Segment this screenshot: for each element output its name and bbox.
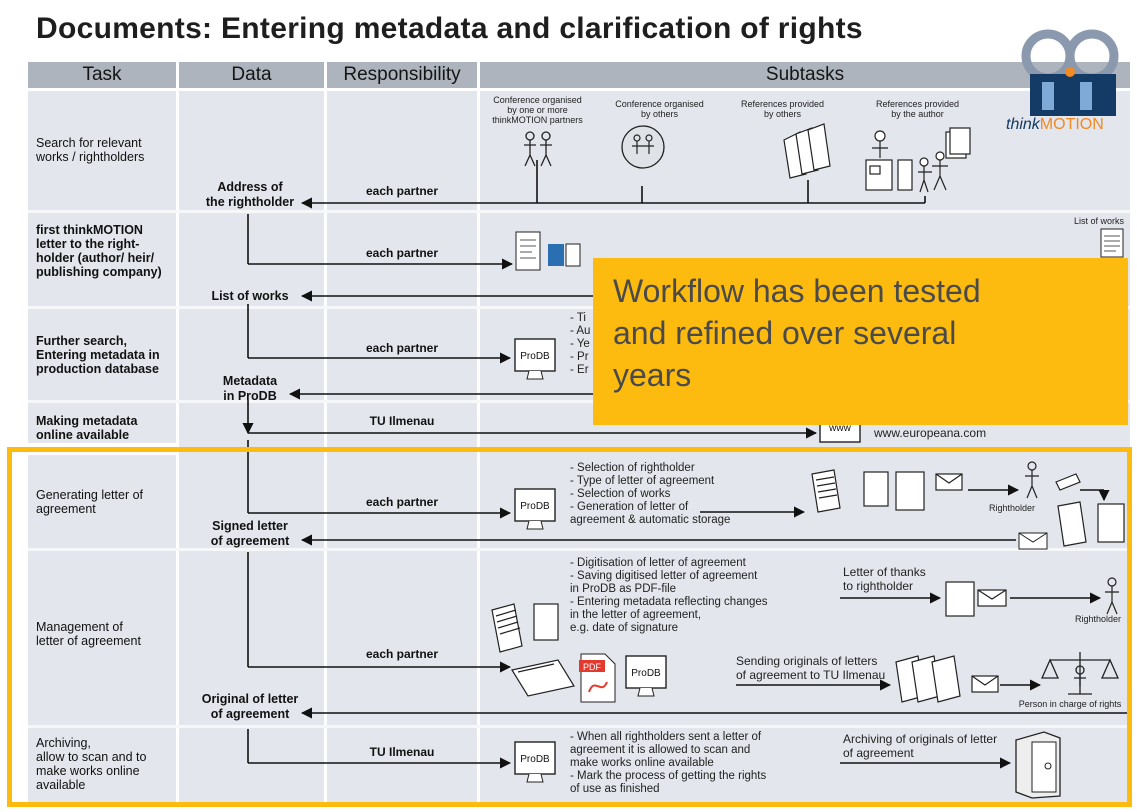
responsibility-row5: each partner <box>365 495 439 509</box>
logo-think: think <box>1006 116 1040 133</box>
thinkmotion-logo-icon <box>1021 29 1119 116</box>
list-of-works-label: List of works <box>1073 216 1124 226</box>
task-label-further-search: Further search, Entering metadata in pro… <box>36 334 160 376</box>
task-label-generating: Generating letter of agreement <box>36 488 144 516</box>
prodb-computer-icon: ProDB <box>514 338 556 380</box>
data-label-list-of-works: List of works <box>211 289 289 303</box>
further-search-list: - Ti - Au - Ye - Pr - Er <box>570 312 591 376</box>
archiving-subtask-list: - When all rightholders sent a letter of… <box>570 731 767 795</box>
task-cell-7 <box>28 728 176 805</box>
management-subtask-list: - Digitisation of letter of agreement - … <box>570 557 768 634</box>
callout-text: Workflow has been tested and refined ove… <box>613 273 981 393</box>
responsibility-row2: each partner <box>365 246 439 260</box>
pdf-file-icon: PDF <box>579 653 616 703</box>
subtask-refs-author: References provided by the author <box>875 99 960 119</box>
task-label-management: Management of letter of agreement <box>36 620 141 648</box>
europeana-url: www.europeana.com <box>874 426 987 440</box>
rightholder-person-icon <box>1025 461 1081 499</box>
letter-document-icon <box>515 231 581 271</box>
conference-circle-icon <box>621 125 665 169</box>
header-data: Data <box>179 62 324 88</box>
task-cell-1 <box>28 91 176 210</box>
subtask-conf-others: Conference organised by others <box>615 99 704 119</box>
author-desk-icon <box>865 127 971 193</box>
row-separator <box>28 725 1130 728</box>
letter-scroll-and-documents-icon <box>811 469 963 513</box>
rightholder-label-row6: Rightholder <box>1074 614 1122 624</box>
svg-text:ProDB: ProDB <box>520 351 550 362</box>
archiving-label: Archiving of originals of letter of agre… <box>843 732 998 760</box>
scales-of-justice-icon <box>1040 652 1120 695</box>
books-stack-icon <box>783 123 831 179</box>
data-label-original-letter: Original of letter of agreement <box>201 692 299 721</box>
callout-box: Workflow has been tested and refined ove… <box>593 258 1128 425</box>
header-subtasks: Subtasks <box>480 62 1130 88</box>
slide-title: Documents: Entering metadata and clarifi… <box>36 12 863 45</box>
row-separator <box>28 306 1130 309</box>
row-separator <box>28 400 1130 403</box>
subtask-refs-others: References provided by others <box>740 99 825 119</box>
works-list-document-icon <box>1100 228 1124 258</box>
task-cell-3 <box>28 309 176 400</box>
sending-originals-label: Sending originals of letters of agreemen… <box>736 654 886 682</box>
person-in-charge-label: Person in charge of rights <box>1018 699 1122 709</box>
row-separator <box>28 210 1130 213</box>
scroll-and-scanner-icon <box>491 603 575 697</box>
signed-letter-icon <box>1057 501 1125 547</box>
task-cell-4 <box>28 403 176 443</box>
task-label-archiving: Archiving, allow to scan and to make wor… <box>36 736 147 792</box>
responsibility-row7: TU Ilmenau <box>369 745 435 759</box>
task-cell-5 <box>28 455 176 548</box>
header-responsibility: Responsibility <box>327 62 477 88</box>
pdf-label: PDF <box>583 662 602 672</box>
logo-motion: MOTION <box>1039 116 1104 133</box>
responsibility-row4: TU Ilmenau <box>369 414 435 428</box>
envelope-icon <box>1018 532 1048 550</box>
data-label-metadata: Metadata in ProDB <box>222 374 278 403</box>
thanks-letter-icon <box>945 581 1007 617</box>
prodb-computer-icon: ProDB <box>514 741 556 783</box>
task-label-search: Search for relevant works / rightholders <box>36 136 145 164</box>
rightholder-person-icon <box>1105 577 1119 615</box>
prodb-computer-icon: ProDB <box>514 488 556 530</box>
responsibility-row3: each partner <box>365 341 439 355</box>
thanks-label: Letter of thanks to rightholder <box>843 565 926 593</box>
rightholder-label-row5: Rightholder <box>988 503 1036 513</box>
svg-text:ProDB: ProDB <box>520 501 550 512</box>
row-separator <box>28 548 1130 551</box>
people-group-icon <box>524 131 552 167</box>
task-label-online: Making metadata online available <box>36 414 138 442</box>
task-cell-6 <box>28 551 176 725</box>
svg-text:ProDB: ProDB <box>631 668 661 679</box>
svg-text:ProDB: ProDB <box>520 754 550 765</box>
task-cell-2 <box>28 213 176 306</box>
generating-subtask-list: - Selection of rightholder - Type of let… <box>570 462 731 526</box>
letters-stack-icon <box>895 655 999 703</box>
subtask-conf-thinkmotion: Conference organised by one or more thin… <box>492 95 583 125</box>
data-label-signed-letter: Signed letter of agreement <box>210 519 290 548</box>
safe-icon <box>1015 731 1061 799</box>
www-label: www <box>828 423 851 434</box>
responsibility-row6: each partner <box>365 647 439 661</box>
task-label-first-letter: first thinkMOTION letter to the right- h… <box>36 223 162 279</box>
prodb-computer-icon: ProDB <box>625 655 667 697</box>
highlight-frame <box>7 447 1132 807</box>
thinkmotion-logo-text: thinkMOTION <box>1006 116 1104 134</box>
data-label-address: Address of the rightholder <box>205 180 295 209</box>
header-task: Task <box>28 62 176 88</box>
responsibility-row1: each partner <box>365 184 439 198</box>
